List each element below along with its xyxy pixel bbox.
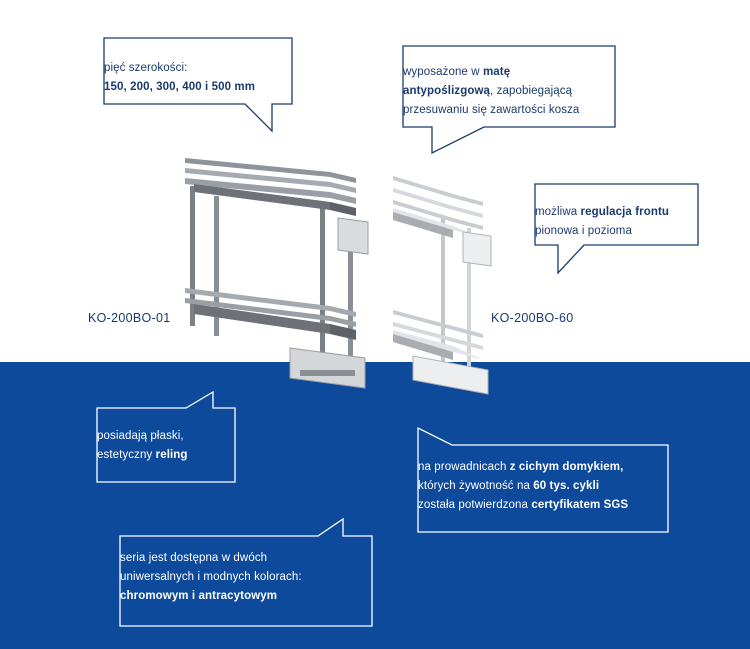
front-bold: regulacja frontu bbox=[580, 206, 670, 218]
reling-bold: reling bbox=[155, 449, 188, 461]
callout-front: możliwa regulacja frontu pionowa i pozio… bbox=[535, 203, 669, 241]
chrome-basket-image bbox=[393, 176, 492, 395]
slides-pre1: na prowadnicach bbox=[418, 461, 510, 473]
callout-reling: posiadają płaski, estetyczny reling bbox=[97, 427, 188, 465]
bottom-section bbox=[0, 362, 750, 649]
slides-bold1: z cichym domykiem, bbox=[509, 461, 624, 473]
mat-bold1: matę bbox=[482, 66, 511, 78]
front-pre: możliwa bbox=[535, 206, 581, 218]
callout-mat: wyposażone w matę antypoślizgową, zapobi… bbox=[403, 63, 579, 120]
callout-widths: pięć szerokości: 150, 200, 300, 400 i 50… bbox=[104, 59, 255, 97]
widths-line2: 150, 200, 300, 400 i 500 mm bbox=[104, 81, 256, 93]
front-line2: pionowa i pozioma bbox=[535, 225, 632, 237]
slides-pre2: których żywotność na bbox=[418, 480, 534, 492]
model-label-left: KO-200BO-01 bbox=[88, 311, 171, 325]
mat-bold2: antypoślizgową bbox=[403, 85, 491, 97]
reling-line1: posiadają płaski, bbox=[97, 430, 184, 442]
mat-pre: wyposażone w bbox=[403, 66, 483, 78]
mat-line3: przesuwaniu się zawartości kosza bbox=[403, 104, 580, 116]
mat-post2: , zapobiegającą bbox=[490, 85, 573, 97]
anthracite-basket-image bbox=[185, 158, 369, 389]
reling-pre2: estetyczny bbox=[97, 449, 156, 461]
slides-pre3: została potwierdzona bbox=[418, 499, 532, 511]
callout-slides: na prowadnicach z cichym domykiem, który… bbox=[418, 458, 628, 515]
widths-line1: pięć szerokości: bbox=[104, 62, 188, 74]
colors-line2: uniwersalnych i modnych kolorach: bbox=[120, 571, 302, 583]
colors-bold: chromowym i antracytowym bbox=[120, 590, 278, 602]
slides-bold3: certyfikatem SGS bbox=[531, 499, 629, 511]
slides-bold2: 60 tys. cykli bbox=[533, 480, 600, 492]
colors-line1: seria jest dostępna w dwóch bbox=[120, 552, 268, 564]
top-section bbox=[0, 0, 750, 362]
callout-colors: seria jest dostępna w dwóch uniwersalnyc… bbox=[120, 549, 302, 606]
model-label-right: KO-200BO-60 bbox=[491, 311, 574, 325]
